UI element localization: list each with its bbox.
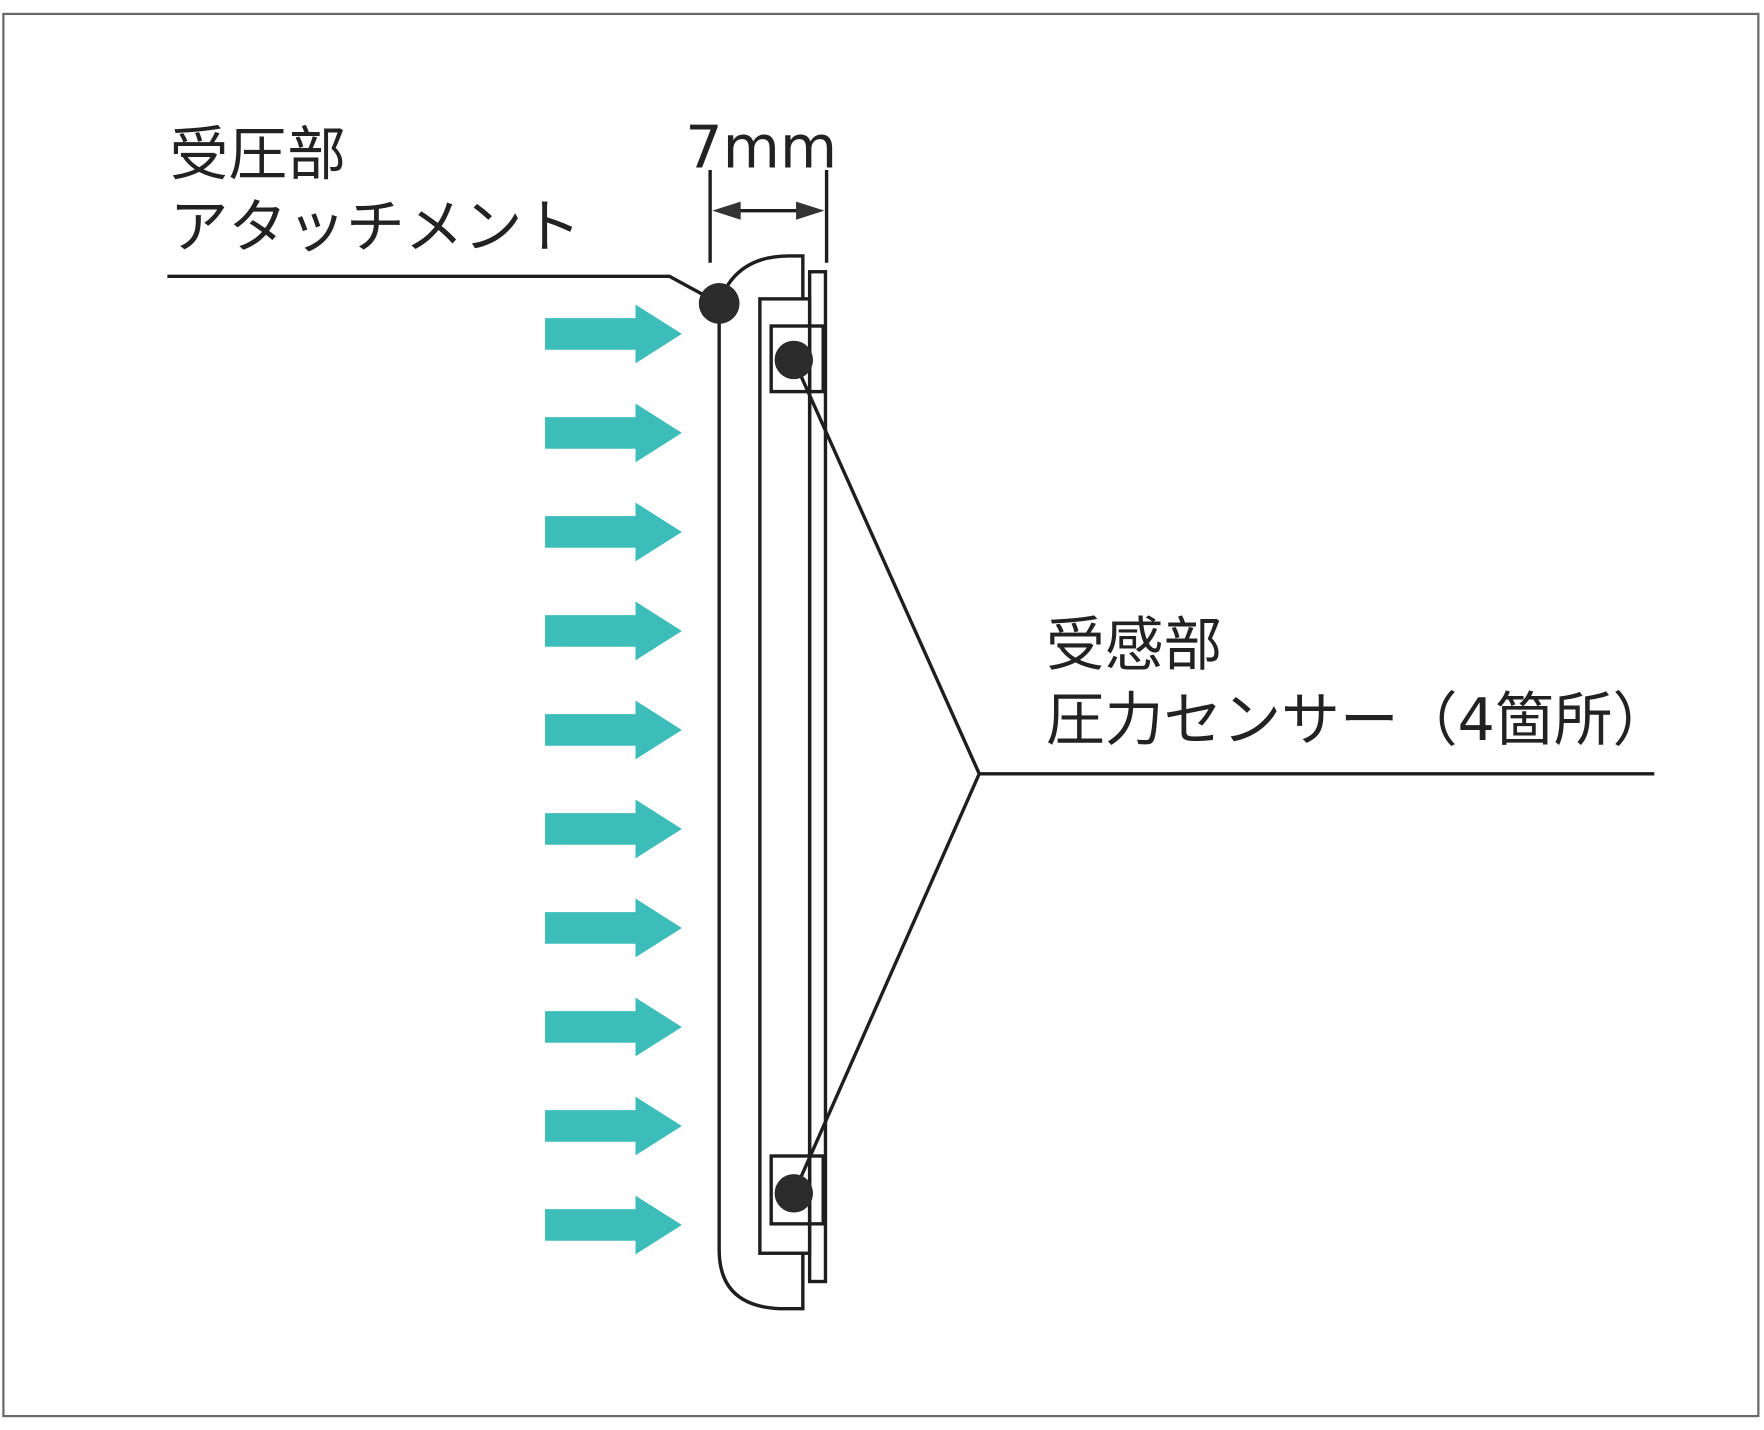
dimension-arrow-right-icon xyxy=(796,201,825,220)
diagram-frame xyxy=(2,12,1760,1418)
pressure-arrow-icon xyxy=(545,997,682,1057)
sensor-label-line1: 受感部 xyxy=(1046,610,1222,679)
pressure-arrow-icon xyxy=(545,799,682,859)
attachment-leader-line xyxy=(167,274,720,305)
sensor-housing xyxy=(758,297,812,1255)
sensor-box-bottom xyxy=(769,1154,825,1226)
pressure-arrow-icon xyxy=(545,1096,682,1156)
sensor-box-top xyxy=(769,324,825,394)
pressure-arrows xyxy=(545,304,682,1255)
pressure-arrow-icon xyxy=(545,1195,682,1255)
pressure-arrow-icon xyxy=(545,403,682,463)
attachment-marker-dot xyxy=(698,283,740,324)
attachment-label-line2: アタッチメント xyxy=(170,192,582,261)
attachment-label-line1: 受圧部 xyxy=(170,119,346,188)
pressure-arrow-icon xyxy=(545,898,682,958)
pressure-arrow-icon xyxy=(545,700,682,760)
sensor-leader-line xyxy=(792,359,982,1195)
pressure-arrow-icon xyxy=(545,304,682,364)
dimension-arrow-left-icon xyxy=(712,201,741,220)
sensor-dot-bottom xyxy=(774,1174,814,1213)
pressure-arrow-icon xyxy=(545,601,682,661)
pressure-arrow-icon xyxy=(545,502,682,562)
base-plate xyxy=(807,270,828,1284)
dimension-label: 7mm xyxy=(685,113,837,182)
sensor-label-line2: 圧力センサー（4箇所） xyxy=(1046,685,1671,754)
sensor-dot-top xyxy=(774,340,814,380)
